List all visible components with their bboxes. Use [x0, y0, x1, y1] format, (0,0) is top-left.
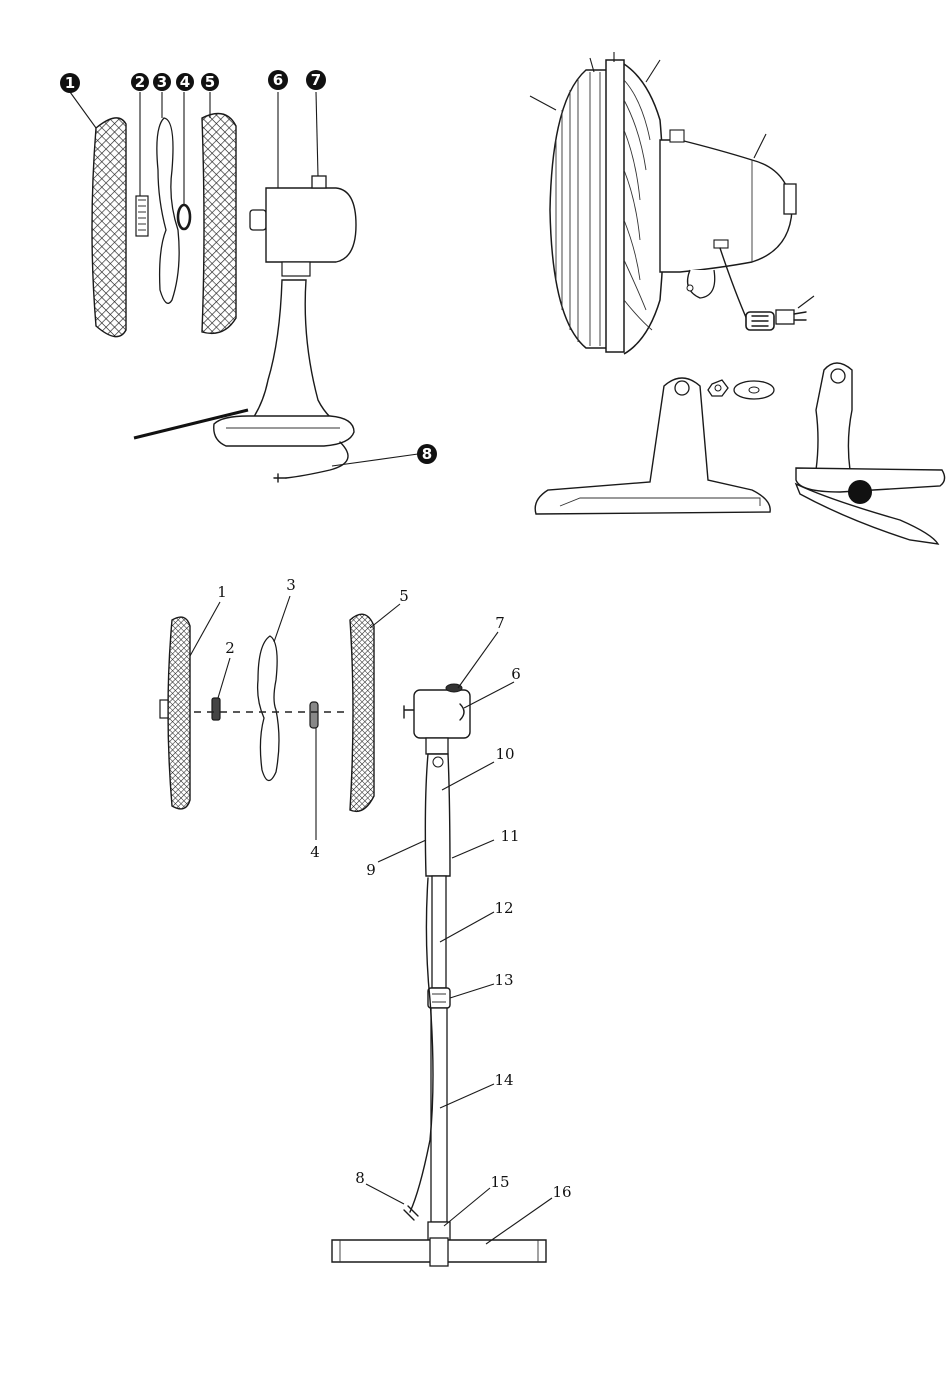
label-11: 11 — [500, 827, 519, 845]
label-5: 5 — [399, 587, 409, 605]
blade-ring — [178, 205, 190, 229]
badge-8: 8 — [417, 444, 437, 464]
stand-fan-exploded-view: 1 2 3 4 5 6 7 8 9 10 11 12 13 14 15 16 — [160, 576, 572, 1266]
label-12: 12 — [494, 899, 513, 917]
stand-motor-head — [404, 684, 470, 754]
front-grille — [202, 114, 236, 334]
clamp-knob — [848, 480, 872, 504]
spinner-nut — [136, 196, 148, 236]
stand-upper-pole — [432, 876, 446, 988]
stand-control-housing — [425, 754, 450, 876]
stand-spinner — [212, 698, 220, 720]
desk-base-accessories — [535, 378, 774, 514]
badge-1: 1 — [60, 73, 80, 93]
svg-text:4: 4 — [180, 73, 190, 91]
fan-stand-body — [244, 280, 348, 430]
fan-base — [214, 416, 354, 446]
stand-blade — [258, 636, 279, 781]
svg-text:6: 6 — [273, 71, 283, 89]
label-14: 14 — [494, 1071, 513, 1089]
rear-grille — [92, 118, 126, 337]
badge-3: 3 — [153, 73, 171, 91]
svg-text:2: 2 — [135, 73, 145, 91]
label-6: 6 — [511, 665, 521, 683]
label-13: 13 — [494, 971, 513, 989]
table-fan-exploded-view: 1 2 3 4 5 6 7 8 — [60, 70, 437, 482]
svg-text:3: 3 — [157, 73, 167, 91]
label-1: 1 — [217, 583, 227, 601]
clamp-attachment — [796, 363, 945, 544]
label-10: 10 — [495, 745, 514, 763]
stand-rear-grille — [168, 617, 190, 809]
label-9: 9 — [366, 861, 376, 879]
power-cord — [286, 442, 348, 478]
clip-fan-plug — [746, 310, 806, 330]
label-3: 3 — [286, 576, 296, 594]
stand-lower-pole — [431, 1008, 447, 1222]
stand-blade-ring — [310, 702, 318, 728]
label-8: 8 — [355, 1169, 365, 1187]
svg-text:1: 1 — [65, 74, 75, 92]
badge-2: 2 — [131, 73, 149, 91]
label-4: 4 — [310, 843, 320, 861]
label-2: 2 — [225, 639, 235, 657]
label-7: 7 — [495, 614, 505, 632]
svg-text:5: 5 — [205, 73, 215, 91]
fan-blade — [157, 118, 179, 303]
stand-height-clamp — [428, 988, 450, 1008]
clip-fan-side-view — [530, 52, 814, 354]
stand-front-grille — [350, 614, 374, 811]
badge-7: 7 — [306, 70, 326, 90]
badge-5: 5 — [201, 73, 219, 91]
clip-fan-motor — [660, 140, 792, 272]
label-15: 15 — [490, 1173, 509, 1191]
stand-base-joint — [428, 1222, 450, 1240]
stand-power-cord — [410, 878, 433, 1212]
badge-6: 6 — [268, 70, 288, 90]
motor-housing — [250, 176, 356, 276]
badge-4: 4 — [176, 73, 194, 91]
svg-text:7: 7 — [311, 71, 321, 89]
label-16: 16 — [552, 1183, 571, 1201]
svg-text:8: 8 — [422, 445, 432, 463]
desk-base — [535, 378, 770, 514]
